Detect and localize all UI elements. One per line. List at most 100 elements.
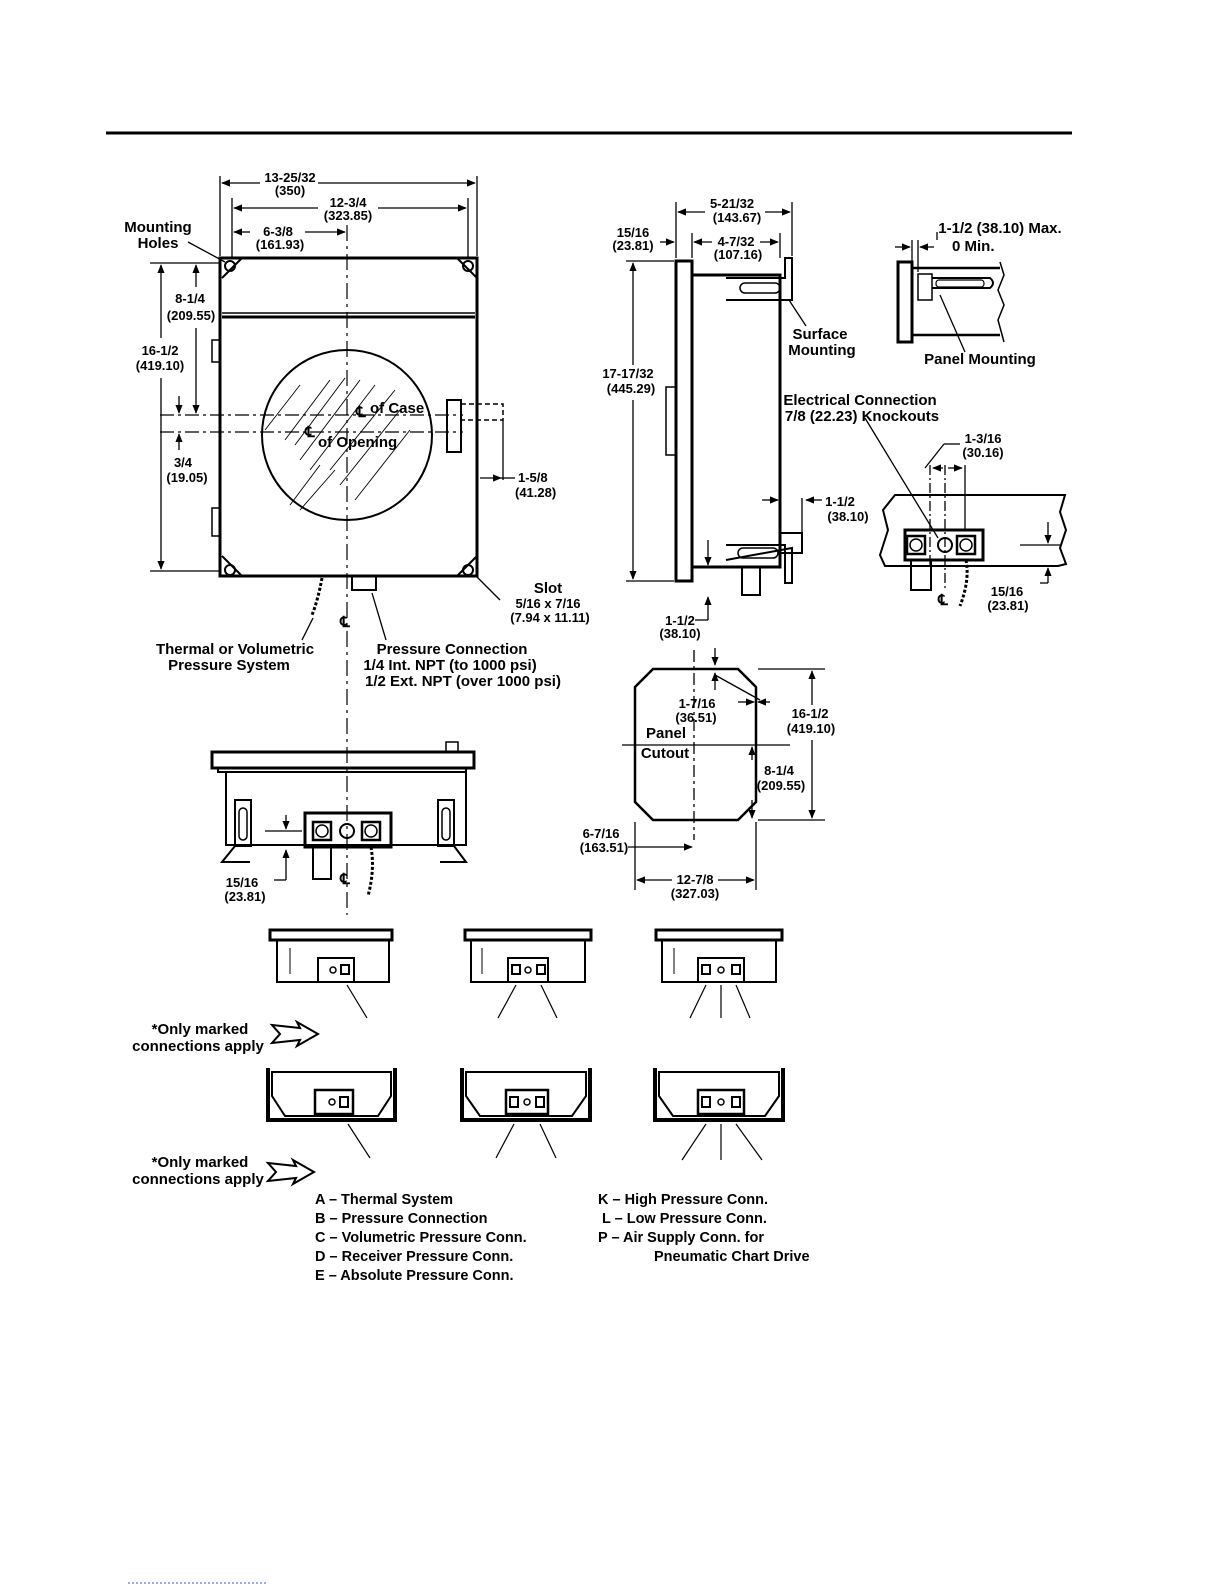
panel-cutout-label-2: Cutout bbox=[641, 745, 689, 762]
side-flange bbox=[674, 259, 694, 583]
legend-p-continued: Pneumatic Chart Drive bbox=[654, 1249, 810, 1265]
electrical-knockouts: 7/8 (22.23) Knockouts bbox=[785, 408, 939, 425]
pressure-connection-spec-2: 1/2 Ext. NPT (over 1000 psi) bbox=[365, 673, 561, 690]
dim-cutout-halfwidth: 6-7/16 bbox=[583, 826, 620, 841]
dim-electrical-height-mm: (23.81) bbox=[987, 598, 1028, 613]
legend-c: C – Volumetric Pressure Conn. bbox=[315, 1230, 527, 1246]
dim-knob: 1-5/8 bbox=[518, 470, 548, 485]
dim-body: 4-7/32 bbox=[718, 234, 755, 249]
centerline-symbol-case: ℄ bbox=[355, 404, 366, 421]
connection-variants-row-1 bbox=[268, 928, 784, 1019]
variant-2a bbox=[266, 1068, 397, 1159]
legend-l: L – Low Pressure Conn. bbox=[602, 1211, 767, 1227]
dim-flange: 15/16 bbox=[617, 225, 650, 240]
electrical-title: Electrical Connection bbox=[783, 392, 936, 409]
variant-2c bbox=[653, 1068, 785, 1161]
front-knob bbox=[446, 399, 462, 453]
dim-bottom-height: 15/16 bbox=[226, 875, 259, 890]
electrical-centerline-symbol: ℄ bbox=[937, 592, 948, 609]
dim-electrical-height: 15/16 bbox=[991, 584, 1024, 599]
slot-size: 5/16 x 7/16 bbox=[515, 596, 580, 611]
dim-cutout-corner-mm: (36.51) bbox=[675, 710, 716, 725]
dim-overall-width-mm: (350) bbox=[275, 183, 305, 198]
slot-size-mm: (7.94 x 11.11) bbox=[510, 610, 590, 625]
dim-side-depth: 5-21/32 bbox=[710, 196, 754, 211]
dim-side-conn: 1-1/2 bbox=[825, 494, 855, 509]
centerline-case-label: of Case bbox=[370, 400, 424, 417]
dim-body-mm: (107.16) bbox=[714, 247, 762, 262]
panel-mounting-detail bbox=[896, 260, 1005, 344]
dim-side-height-mm: (445.29) bbox=[607, 381, 655, 396]
panel-cutout bbox=[633, 667, 758, 822]
dim-cutout-width: 12-7/8 bbox=[677, 872, 714, 887]
legend-e: E – Absolute Pressure Conn. bbox=[315, 1268, 513, 1284]
dim-upper-mm: (209.55) bbox=[167, 308, 215, 323]
pressure-connection-spec-1: 1/4 Int. NPT (to 1000 psi) bbox=[363, 657, 536, 674]
dim-half-width-mm: (161.93) bbox=[256, 237, 304, 252]
dim-electrical-spacing-mm: (30.16) bbox=[962, 445, 1003, 460]
dim-half-width: 6-3/8 bbox=[263, 224, 293, 239]
dim-hole-spacing: 12-3/4 bbox=[330, 195, 368, 210]
window-glare bbox=[264, 377, 411, 511]
legend-d: D – Receiver Pressure Conn. bbox=[315, 1249, 513, 1265]
legend-a: A – Thermal System bbox=[315, 1192, 453, 1208]
dim-side-bottom-mm: (38.10) bbox=[659, 626, 700, 641]
pressure-connection-label: Pressure Connection bbox=[377, 641, 528, 658]
electrical-detail bbox=[878, 494, 1068, 607]
legend-k: K – High Pressure Conn. bbox=[598, 1192, 768, 1208]
thermal-system-label: Thermal or Volumetric bbox=[156, 641, 314, 658]
only-marked-note-2b: connections apply bbox=[132, 1171, 264, 1188]
centerline-opening-label: of Opening bbox=[318, 434, 397, 451]
panel-mounting-label: Panel Mounting bbox=[924, 351, 1036, 368]
mounting-hole-bl bbox=[224, 564, 236, 576]
front-view bbox=[211, 256, 504, 616]
only-marked-note-1: *Only marked bbox=[152, 1021, 249, 1038]
mounting-hole-tl bbox=[224, 260, 236, 272]
dim-overall-width: 13-25/32 bbox=[264, 170, 315, 185]
dim-cutout-width-mm: (327.03) bbox=[671, 886, 719, 901]
only-marked-arrow-1 bbox=[269, 1019, 321, 1049]
only-marked-arrow-2 bbox=[265, 1157, 317, 1187]
dim-cutout-halfwidth-mm: (163.51) bbox=[580, 840, 628, 855]
dim-cutout-corner: 1-7/16 bbox=[679, 696, 716, 711]
knockout-block bbox=[903, 528, 985, 562]
dim-front-height-mm: (419.10) bbox=[136, 358, 184, 373]
dim-flange-mm: (23.81) bbox=[612, 238, 653, 253]
variant-1b bbox=[463, 928, 593, 1019]
slot-title: Slot bbox=[534, 580, 562, 597]
legend-p: P – Air Supply Conn. for bbox=[598, 1230, 764, 1246]
legend-b: B – Pressure Connection bbox=[315, 1211, 487, 1227]
dim-cutout-height-mm: (419.10) bbox=[787, 721, 835, 736]
variant-1a bbox=[268, 928, 394, 1019]
side-body bbox=[690, 273, 782, 569]
dim-side-bottom: 1-1/2 bbox=[665, 613, 695, 628]
panel-min-label: 0 Min. bbox=[952, 238, 995, 255]
panel-cutout-label: Panel bbox=[646, 725, 686, 742]
panel-max-label: 1-1/2 (38.10) Max. bbox=[938, 220, 1061, 237]
dim-offset-mm: (19.05) bbox=[166, 470, 207, 485]
dim-electrical-spacing: 1-3/16 bbox=[965, 431, 1002, 446]
dim-cutout-height: 16-1/2 bbox=[792, 706, 829, 721]
legend: A – Thermal System B – Pressure Connecti… bbox=[315, 1192, 810, 1284]
dim-hole-spacing-mm: (323.85) bbox=[324, 208, 372, 223]
variant-2b bbox=[460, 1068, 592, 1159]
mounting-hole-tr bbox=[462, 260, 474, 272]
dim-knob-mm: (41.28) bbox=[515, 485, 556, 500]
dim-upper: 8-1/4 bbox=[175, 291, 205, 306]
side-view bbox=[665, 257, 803, 596]
bottom-centerline-symbol: ℄ bbox=[339, 871, 350, 888]
dim-cutout-half-mm: (209.55) bbox=[757, 778, 805, 793]
only-marked-note-1b: connections apply bbox=[132, 1038, 264, 1055]
surface-mounting-label-2: Mounting bbox=[788, 342, 855, 359]
variant-1c bbox=[654, 928, 784, 1019]
centerline-symbol-bottom: ℄ bbox=[339, 614, 350, 631]
connection-variants-row-2 bbox=[266, 1068, 785, 1161]
only-marked-note-2: *Only marked bbox=[152, 1154, 249, 1171]
dim-cutout-half: 8-1/4 bbox=[764, 763, 794, 778]
dim-offset: 3/4 bbox=[174, 455, 193, 470]
dim-side-conn-mm: (38.10) bbox=[827, 509, 868, 524]
dim-side-height: 17-17/32 bbox=[602, 366, 653, 381]
thermal-system-label-2: Pressure System bbox=[168, 657, 290, 674]
